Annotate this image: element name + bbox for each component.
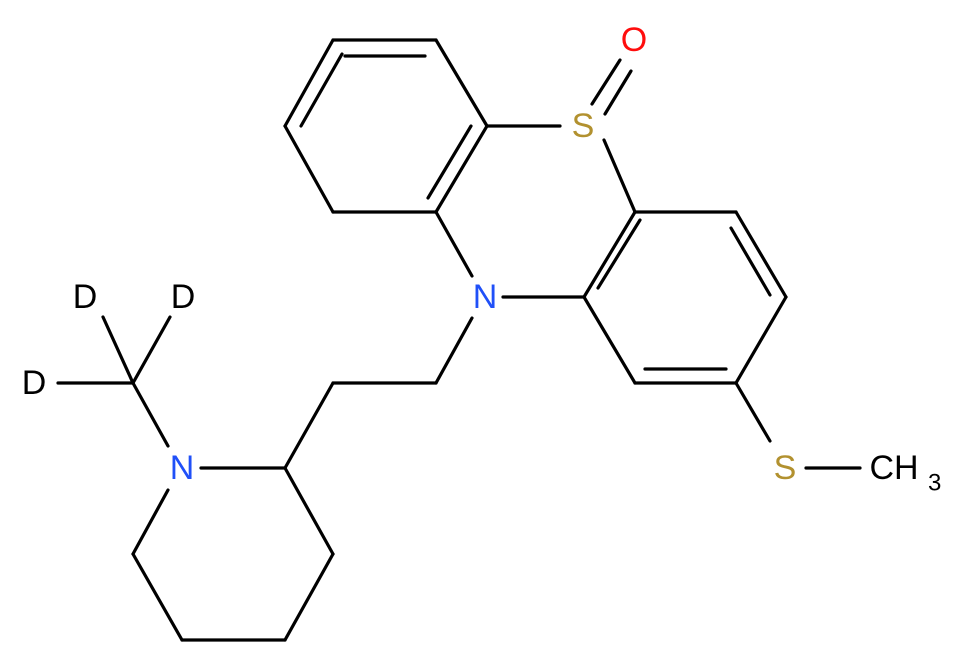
bond — [603, 69, 633, 116]
sulfur-ring-atom-label: S — [572, 107, 595, 145]
bond — [283, 381, 335, 470]
methyl-label: CH — [869, 449, 918, 487]
bond — [734, 210, 788, 299]
bond — [434, 38, 489, 128]
bond — [434, 316, 474, 385]
deuterium-label: D — [22, 364, 47, 402]
bond-lines — [56, 38, 862, 642]
deuterium-label: D — [73, 278, 98, 316]
bond — [283, 124, 335, 214]
bond — [283, 38, 335, 128]
bond — [131, 315, 172, 385]
bond — [729, 226, 772, 297]
bond — [596, 218, 642, 290]
bond — [283, 552, 335, 642]
bond — [131, 552, 184, 642]
bond — [582, 295, 637, 385]
bond — [582, 210, 637, 299]
bond — [283, 466, 335, 556]
atom-labels: O S N S CH 3 D D D N — [22, 21, 942, 497]
bond — [131, 381, 170, 448]
bond — [434, 210, 474, 278]
deuterium-label: D — [171, 278, 196, 316]
bond — [434, 124, 489, 214]
bond — [734, 381, 772, 443]
bond — [602, 138, 637, 214]
bond — [426, 124, 473, 200]
piperidine-nitrogen-label: N — [170, 449, 195, 487]
methyl-subscript: 3 — [928, 470, 941, 497]
thioether-sulfur-label: S — [774, 449, 797, 487]
nitrogen-ring-atom-label: N — [473, 278, 498, 316]
bond — [734, 295, 788, 385]
bond — [131, 488, 170, 556]
bond — [299, 52, 344, 128]
bond — [101, 315, 135, 385]
oxygen-atom-label: O — [621, 21, 647, 59]
bond — [590, 58, 622, 106]
